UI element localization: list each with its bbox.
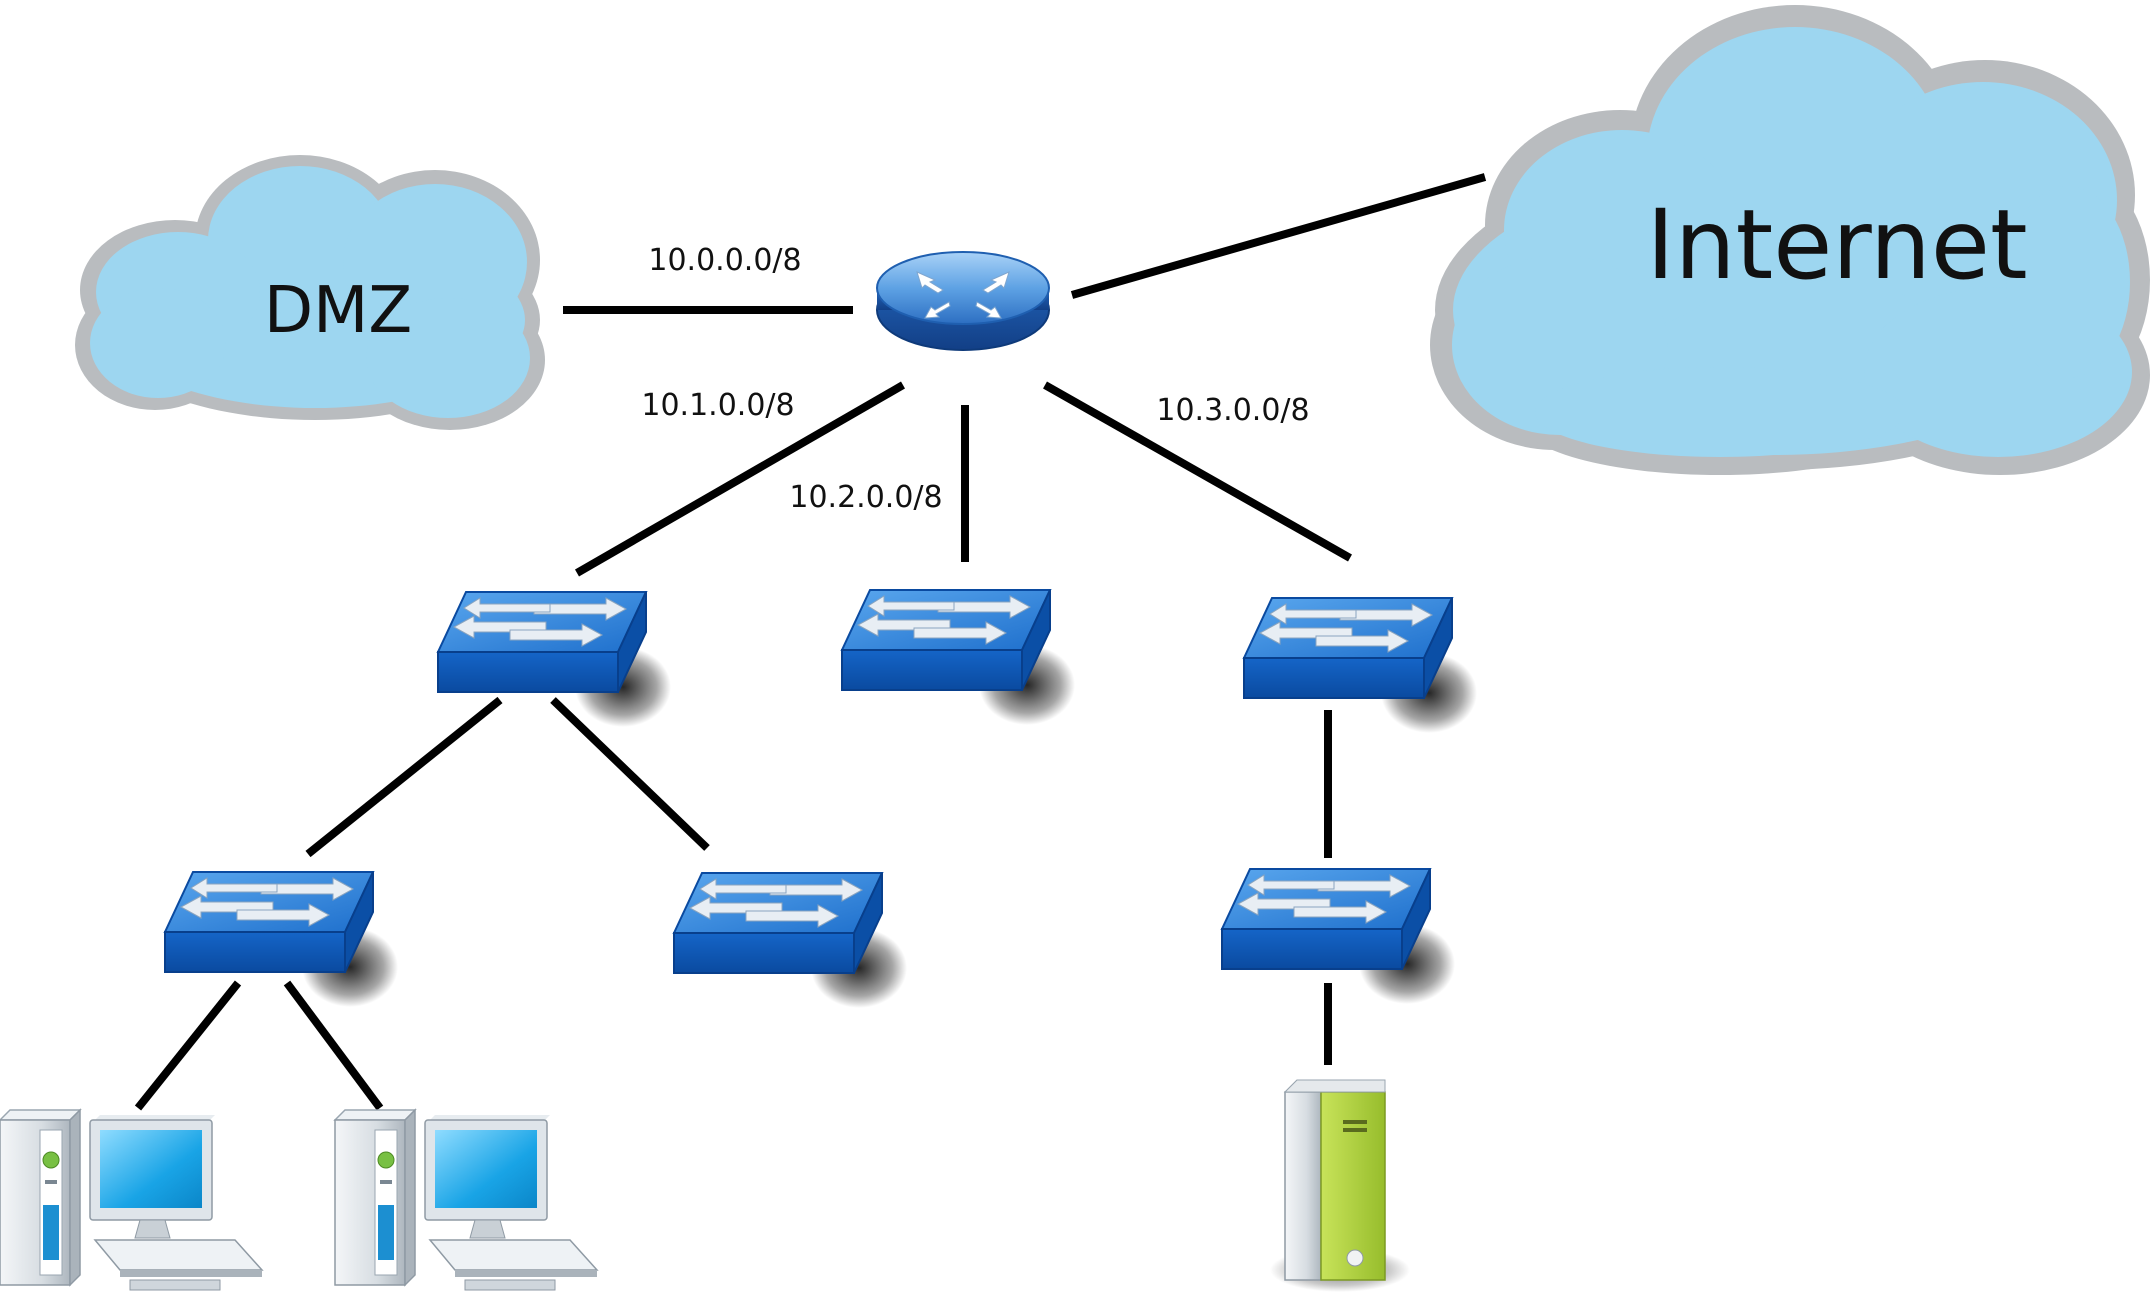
link-switch-a-switch-e <box>550 697 710 851</box>
dmz-cloud: DMZ <box>75 155 545 430</box>
links <box>134 173 1487 1111</box>
switch-icon <box>164 871 399 1008</box>
switch-icon <box>1243 597 1478 734</box>
tower-server-icon <box>1269 1079 1411 1293</box>
switch-icon <box>673 872 908 1009</box>
internet-label: Internet <box>1646 189 2027 301</box>
router-icon <box>876 251 1050 351</box>
link-router-internet <box>1070 173 1487 299</box>
link-switch-d-workstation-1 <box>134 980 242 1111</box>
link-switch-a-switch-d <box>305 696 503 858</box>
link-router-switch-c <box>1043 381 1352 562</box>
desktop-computer-icon <box>334 1109 598 1291</box>
link-router-switch-a <box>575 381 905 577</box>
desktop-computer-icon <box>0 1109 263 1291</box>
dmz-label: DMZ <box>264 274 412 348</box>
link-label-switch-b: 10.2.0.0/8 <box>789 480 942 515</box>
internet-cloud: Internet <box>1430 5 2150 475</box>
link-label-dmz: 10.0.0.0/8 <box>648 243 801 278</box>
link-label-switch-a: 10.1.0.0/8 <box>641 388 794 423</box>
switch-icon <box>1221 868 1456 1005</box>
switch-icon <box>841 589 1076 726</box>
link-label-switch-c: 10.3.0.0/8 <box>1156 393 1309 428</box>
link-switch-d-workstation-2 <box>283 980 384 1111</box>
